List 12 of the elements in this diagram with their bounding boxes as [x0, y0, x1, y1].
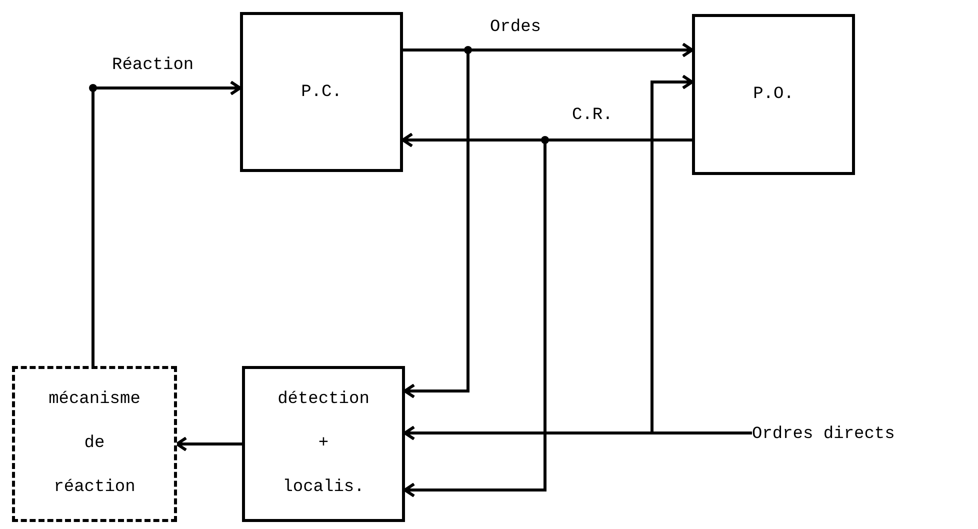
box-label: mécanisme de réaction — [48, 388, 142, 500]
box-label: détection + localis. — [276, 388, 370, 500]
text-label: Ordres directs — [752, 420, 952, 448]
arrow — [176, 436, 242, 452]
dashed-box — [12, 366, 177, 522]
arrow — [650, 74, 752, 434]
process-box — [242, 366, 405, 522]
arrow — [92, 80, 242, 366]
process-box — [240, 12, 403, 172]
process-box — [692, 14, 855, 175]
box-label: P.O. — [753, 85, 794, 104]
box-label: P.C. — [301, 82, 342, 102]
